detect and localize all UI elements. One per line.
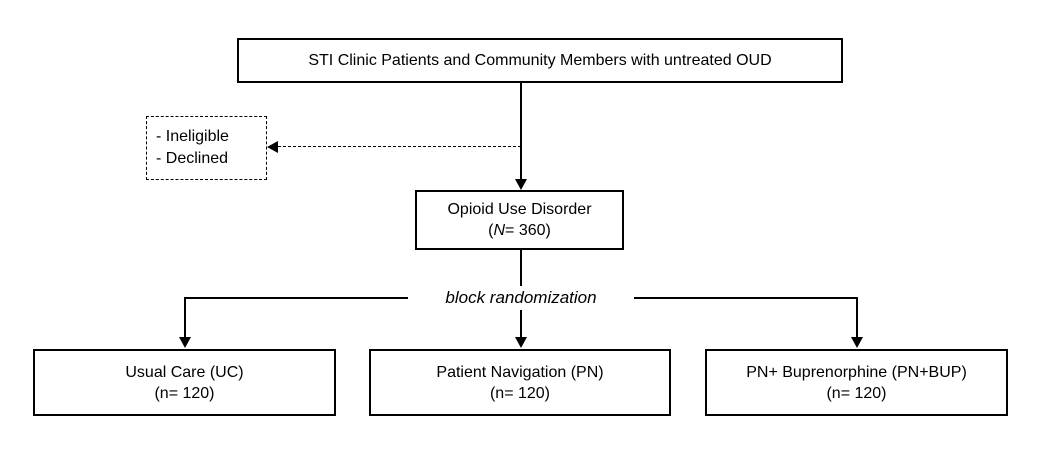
oud-count-open: ( — [488, 222, 494, 239]
oud-count-rest: = 360) — [505, 222, 551, 239]
connector-drop-uc — [184, 298, 186, 338]
arm-pn-buprenorphine-title: PN+ Buprenorphine (PN+BUP) — [746, 363, 967, 381]
arm-patient-navigation-title: Patient Navigation (PN) — [436, 363, 604, 381]
oud-box-count: (N= 360) — [488, 220, 551, 241]
oud-box-title: Opioid Use Disorder — [447, 201, 592, 218]
arrowhead-down-pnbup-icon — [851, 337, 863, 348]
arrowhead-left-exclusion-icon — [267, 141, 278, 153]
exclusion-box: - Ineligible - Declined — [146, 116, 267, 180]
connector-top-to-oud — [520, 83, 522, 181]
arm-box-usual-care: Usual Care (UC) (n= 120) — [33, 349, 336, 416]
arm-usual-care-title: Usual Care (UC) — [125, 363, 244, 381]
exclusion-item-declined: - Declined — [156, 150, 229, 167]
randomization-label: block randomization — [408, 286, 634, 310]
enrollment-box: STI Clinic Patients and Community Member… — [237, 38, 843, 83]
oud-count-symbol: N — [493, 222, 506, 239]
arm-usual-care-count: (n= 120) — [154, 384, 215, 402]
oud-box: Opioid Use Disorder (N= 360) — [415, 190, 624, 250]
arrowhead-down-oud-icon — [515, 179, 527, 190]
arm-box-pn-buprenorphine: PN+ Buprenorphine (PN+BUP) (n= 120) — [705, 349, 1008, 416]
arrowhead-down-uc-icon — [179, 337, 191, 348]
arm-pn-buprenorphine-count: (n= 120) — [826, 384, 887, 402]
enrollment-box-label: STI Clinic Patients and Community Member… — [308, 52, 772, 69]
arrowhead-down-pn-icon — [515, 337, 527, 348]
connector-drop-pnbup — [856, 298, 858, 338]
connector-exclusion-dashed — [278, 146, 521, 147]
arm-box-patient-navigation: Patient Navigation (PN) (n= 120) — [369, 349, 671, 416]
exclusion-item-ineligible: - Ineligible — [156, 128, 229, 145]
arm-patient-navigation-count: (n= 120) — [489, 384, 551, 402]
